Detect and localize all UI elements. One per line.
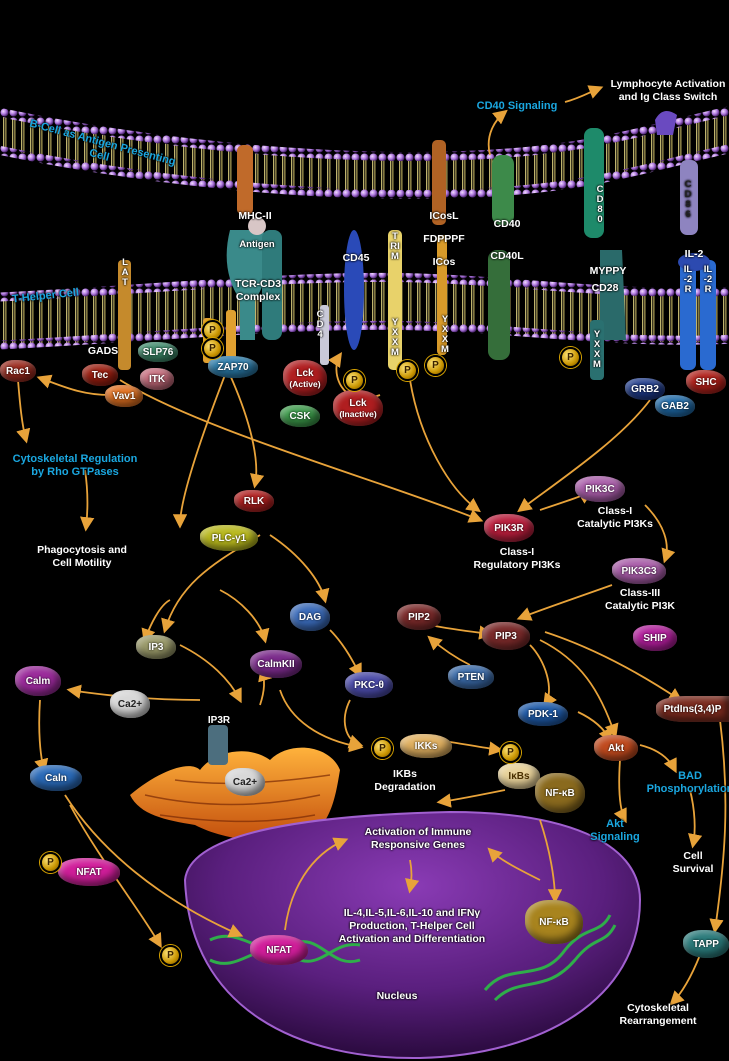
ca-node-b: Ca2+ <box>225 768 265 796</box>
lck-active-node: Lck(Active) <box>283 360 327 396</box>
nfat-cyto-node: NFAT <box>58 858 120 886</box>
trim-label: TRIM <box>390 231 400 262</box>
il2r-label-2: IL-2R <box>703 264 713 295</box>
ship-node: SHIP <box>633 625 677 651</box>
ca-node-a: Ca2+ <box>110 690 150 718</box>
tec-node: Tec <box>82 364 118 386</box>
nfkb-nuc-node: NF-κB <box>525 900 583 944</box>
yxxm-label-2: YXXM <box>441 314 449 355</box>
yxxm-label-1: YXXM <box>391 317 399 358</box>
pten-node: PTEN <box>448 665 494 689</box>
myppy-label: MYPPY <box>589 265 627 277</box>
fdpppf-label: FDPPPF <box>423 233 465 245</box>
zap70-node: ZAP70 <box>208 356 258 378</box>
phosphate-icon: P <box>160 945 181 966</box>
plcg1-node: PLC-γ1 <box>200 525 258 551</box>
grb2-node: GRB2 <box>625 378 665 400</box>
phosphate-icon: P <box>560 347 581 368</box>
cd40l-label: CD40L <box>490 250 524 262</box>
il2-label: IL-2 <box>684 248 704 260</box>
pip3-node: PIP3 <box>482 622 530 650</box>
tapp-node: TAPP <box>683 930 729 958</box>
lck-inactive-node: Lck(Inactive) <box>333 390 383 426</box>
cd40-signaling-label: CD40 Signaling <box>476 100 558 112</box>
phosphate-icon: P <box>397 360 418 381</box>
rac1-node: Rac1 <box>0 360 36 382</box>
slp76-node: SLP76 <box>138 342 178 362</box>
cd80-label: CD80 <box>596 184 604 225</box>
cd45-label: CD45 <box>342 252 370 264</box>
ip3-node: IP3 <box>136 635 176 659</box>
caln-node: Caln <box>30 765 82 791</box>
phosphate-icon: P <box>500 742 521 763</box>
icosl-label: ICosL <box>429 210 459 222</box>
lat-label: LAT <box>121 257 129 288</box>
cd40-label: CD40 <box>493 218 521 230</box>
cd4-label: CD4 <box>316 309 324 340</box>
rlk-node: RLK <box>234 490 274 512</box>
pdk1-node: PDK-1 <box>518 702 568 726</box>
gads-label: GADS <box>87 345 119 357</box>
akt-node: Akt <box>594 735 638 761</box>
pkc-node: PKC-θ <box>345 672 393 698</box>
pik3c3-node: PIK3C3 <box>612 558 666 584</box>
pik3c-node: PIK3C <box>575 476 625 502</box>
phosphate-icon: P <box>202 338 223 359</box>
cd28-label: CD28 <box>591 282 619 294</box>
phosphate-icon: P <box>40 852 61 873</box>
yxxm-label-3: YXXM <box>593 329 601 370</box>
calmkii-node: CalmKII <box>250 650 302 678</box>
ikbs-node: IκBs <box>498 763 540 789</box>
nfkb-node: NF-κB <box>535 773 585 813</box>
pip2-node: PIP2 <box>397 604 441 630</box>
phosphate-icon: P <box>344 370 365 391</box>
pik3r-node: PIK3R <box>484 514 534 542</box>
nucleus-label: Nucleus <box>376 990 418 1002</box>
antigen-label: Antigen <box>239 239 275 250</box>
ikks-node: IKKs <box>400 734 452 758</box>
phosphate-icon: P <box>372 738 393 759</box>
calm-node: Calm <box>15 666 61 696</box>
ptdins-node: PtdIns(3,4)P <box>656 696 729 722</box>
dag-node: DAG <box>290 603 330 631</box>
gab2-node: GAB2 <box>655 395 695 417</box>
icos-label: ICos <box>432 256 456 268</box>
ip3r-label: IP3R <box>207 714 231 726</box>
mhc-label: MHC-II <box>238 210 272 222</box>
csk-node: CSK <box>280 405 320 427</box>
shc-node: SHC <box>686 370 726 394</box>
cd86-label: CD86 <box>684 179 692 220</box>
nfat-nuc-node: NFAT <box>250 935 308 965</box>
vav1-node: Vav1 <box>105 385 143 407</box>
itk-node: ITK <box>140 368 174 390</box>
il2r-label-1: IL-2R <box>683 264 693 295</box>
phosphate-icon: P <box>425 355 446 376</box>
